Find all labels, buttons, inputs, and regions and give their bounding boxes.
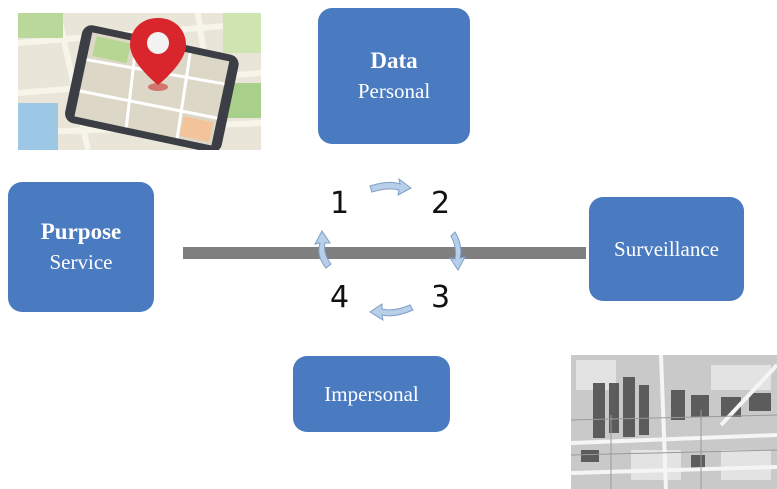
purpose-subtitle: Service [49,250,113,274]
data-title: Data [370,48,418,73]
quadrant-number-1: 1 [330,186,350,221]
impersonal-label: Impersonal [324,382,419,406]
smartphone-map-photo [18,13,261,150]
purpose-title: Purpose [40,219,122,244]
data-personal-box: Data Personal [318,8,470,144]
surveillance-box: Surveillance [589,197,744,301]
quadrant-number-4: 4 [330,280,350,315]
arrow-down-icon [448,231,466,271]
arrow-up-icon [314,230,332,269]
purpose-service-box: Purpose Service [8,182,154,312]
axis-bar [183,247,586,259]
map-pin-icon [130,18,186,91]
surveillance-label: Surveillance [614,237,719,261]
quadrant-number-3: 3 [431,280,451,315]
quadrant-number-2: 2 [431,186,451,221]
arrow-right-icon [369,177,412,196]
arrow-left-icon [369,303,414,322]
aerial-city-image [571,355,777,489]
data-subtitle: Personal [357,79,431,103]
impersonal-box: Impersonal [293,356,450,432]
